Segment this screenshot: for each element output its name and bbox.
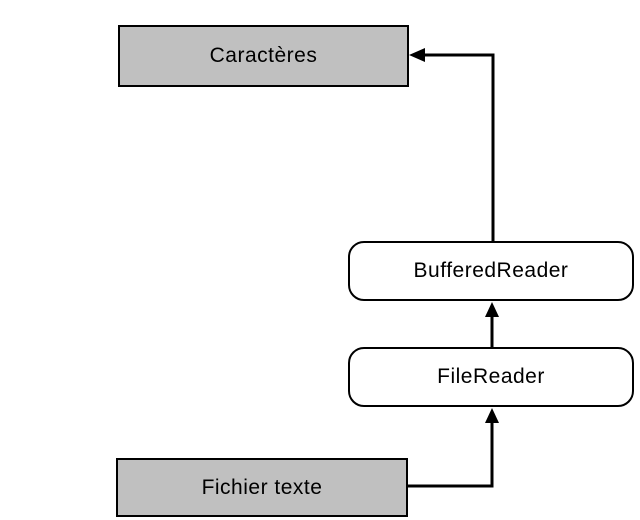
arrow-filereader-to-bufferedreader [485,302,499,347]
arrow-bufferedreader-to-caracteres [409,48,495,241]
node-caracteres-label: Caractères [209,44,318,67]
node-fichier-texte-label: Fichier texte [201,475,323,499]
arrow-fichier-texte-to-filereader [408,408,499,488]
node-caracteres: Caractères [118,25,409,87]
node-filereader-label: FileReader [437,365,545,388]
node-fichier-texte: Fichier texte [116,458,408,517]
node-filereader: FileReader [348,347,634,407]
node-bufferedreader: BufferedReader [348,241,634,301]
node-bufferedreader-label: BufferedReader [413,259,569,282]
